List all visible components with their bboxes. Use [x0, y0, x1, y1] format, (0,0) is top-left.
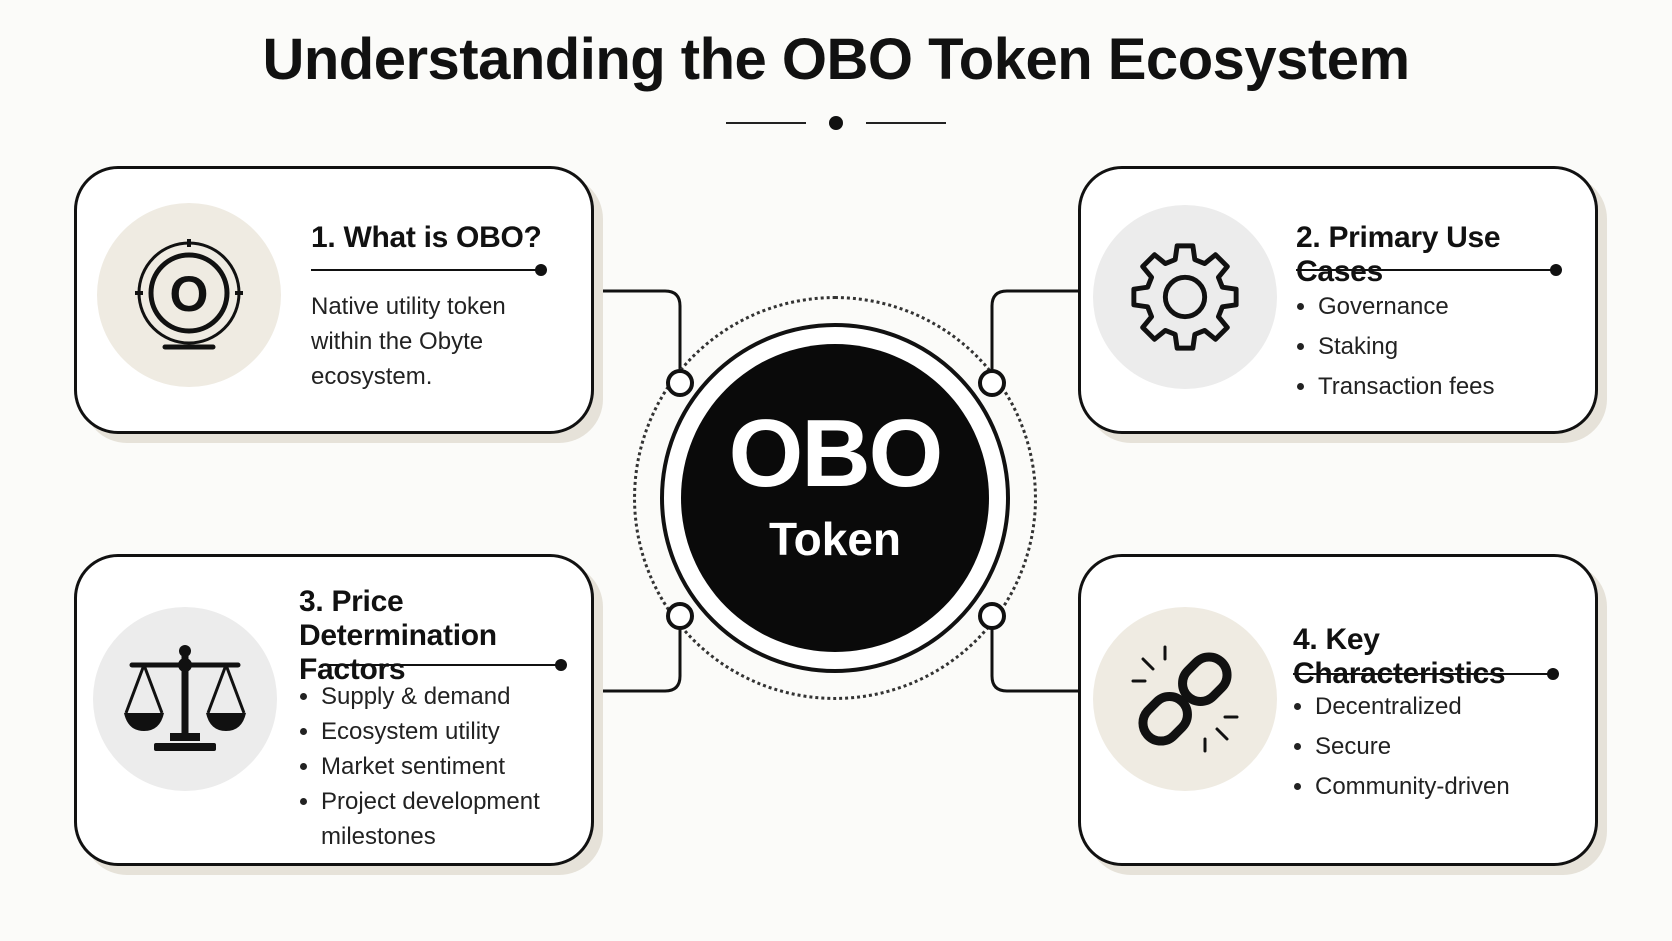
- characteristics-list: Decentralized Secure Community-driven: [1293, 687, 1510, 807]
- title-rule: [1293, 668, 1559, 680]
- list-item: Staking: [1318, 327, 1495, 367]
- icon-circle: [93, 607, 277, 791]
- list-item: Secure: [1315, 727, 1510, 767]
- coin-letter: O: [170, 266, 209, 322]
- icon-circle: [1093, 205, 1277, 389]
- connector-card-4: [990, 616, 1078, 693]
- page-title: Understanding the OBO Token Ecosystem: [262, 27, 1410, 92]
- list-item: Decentralized: [1315, 687, 1510, 727]
- card-key-characteristics: 4. Key Characteristics Decentralized Sec…: [1078, 554, 1598, 866]
- card-title: 1. What is OBO?: [311, 221, 542, 254]
- price-factor-list: Supply & demand Ecosystem utility Market…: [299, 679, 601, 854]
- broken-chain-link-icon: [1131, 645, 1239, 753]
- list-item: Market sentiment: [321, 749, 601, 784]
- card-price-determination-factors: 3. Price Determination Factors Supply & …: [74, 554, 594, 866]
- center-token-label: Token: [768, 513, 902, 565]
- title-rule: [311, 264, 547, 276]
- center-dotted-ring: [633, 296, 1037, 700]
- obo-coin-icon: O: [135, 239, 243, 350]
- center-token-symbol: OBO: [728, 400, 944, 507]
- list-item: Transaction fees: [1318, 367, 1495, 407]
- card-title: 2. Primary Use Cases: [1296, 221, 1501, 288]
- icon-circle: O: [97, 203, 281, 387]
- scales-icon: [124, 645, 246, 751]
- connector-card-1: [594, 289, 682, 383]
- title-rule: [321, 659, 567, 671]
- list-item: Ecosystem utility: [321, 714, 601, 749]
- divider-line-right: [866, 122, 946, 124]
- list-item: Governance: [1318, 287, 1495, 327]
- card-primary-use-cases: 2. Primary Use Cases Governance Staking …: [1078, 166, 1598, 434]
- use-case-list: Governance Staking Transaction fees: [1296, 287, 1495, 407]
- icon-circle: [1093, 607, 1277, 791]
- list-item: Community-driven: [1315, 767, 1510, 807]
- connector-card-2: [990, 289, 1078, 383]
- gear-icon: [1131, 243, 1239, 351]
- card-title: 3. Price Determination Factors: [299, 585, 497, 686]
- card-description: Native utility token within the Obyte ec…: [311, 293, 506, 390]
- connector-card-3: [594, 616, 682, 693]
- obo-token-center: OBO Token: [681, 344, 989, 652]
- divider-line-left: [726, 122, 806, 124]
- card-what-is-obo: O 1. What is OBO? Native utility token w…: [74, 166, 594, 434]
- title-divider: [726, 113, 946, 133]
- card-title: 4. Key Characteristics: [1293, 623, 1506, 690]
- divider-dot: [829, 116, 843, 130]
- list-item: Project development milestones: [321, 784, 601, 854]
- title-rule: [1296, 264, 1562, 276]
- list-item: Supply & demand: [321, 679, 601, 714]
